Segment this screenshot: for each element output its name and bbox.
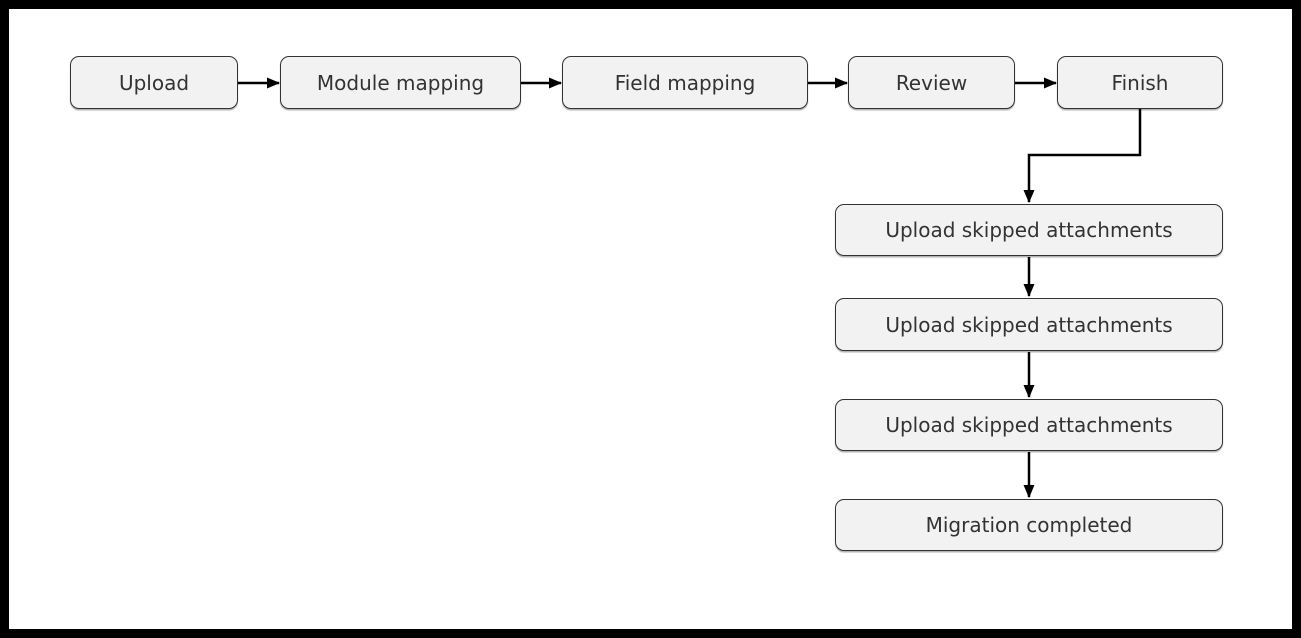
post-step-upload-skipped-1: Upload skipped attachments [835, 204, 1223, 256]
post-step-upload-skipped-3: Upload skipped attachments [835, 399, 1223, 451]
step-upload-label: Upload [118, 70, 190, 95]
post-step-upload-skipped-3-label: Upload skipped attachments [885, 413, 1173, 437]
step-finish-label: Finish [1111, 70, 1169, 95]
step-review: Review [848, 56, 1015, 109]
step-field-mapping-label: Field mapping [614, 70, 756, 95]
arrow-finish-to-upload-skipped-1 [1023, 109, 1142, 203]
post-step-upload-skipped-1-label: Upload skipped attachments [885, 218, 1173, 242]
step-upload: Upload [70, 56, 238, 109]
step-finish: Finish [1057, 56, 1223, 109]
step-module-mapping: Module mapping [280, 56, 521, 109]
step-review-label: Review [895, 70, 968, 95]
post-step-upload-skipped-2-label: Upload skipped attachments [885, 312, 1173, 337]
post-step-upload-skipped-2: Upload skipped attachments [835, 298, 1223, 351]
post-step-migration-completed-label: Migration completed [925, 513, 1133, 537]
post-step-migration-completed: Migration completed [835, 499, 1223, 551]
step-module-mapping-label: Module mapping [316, 70, 485, 95]
step-field-mapping: Field mapping [562, 56, 808, 109]
